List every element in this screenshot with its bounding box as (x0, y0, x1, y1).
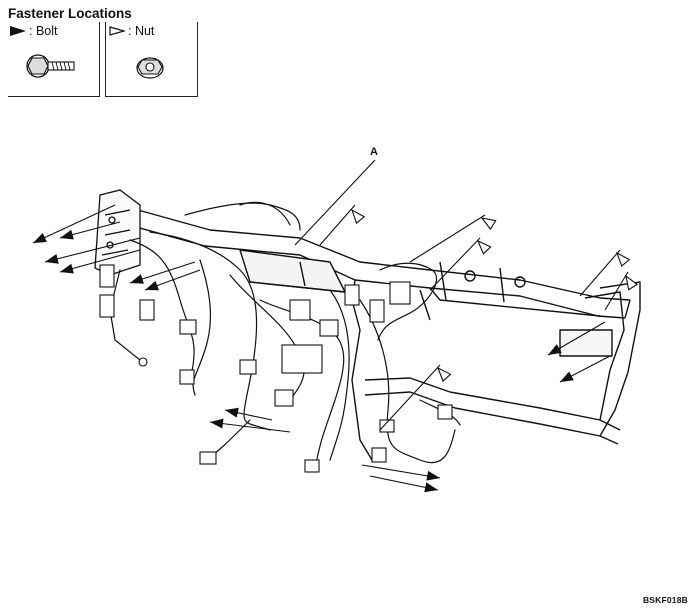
figure-code: BSKF018B (642, 595, 688, 605)
bolt-arrow (209, 417, 224, 429)
bolt-arrow (557, 371, 574, 387)
nut-arrow (612, 249, 630, 267)
legend-nut-row: : Nut (109, 24, 154, 38)
legend-bolt-row: : Bolt (10, 24, 58, 38)
filled-arrow-icon (10, 26, 26, 36)
nut-arrow (473, 236, 492, 255)
left-bracket (94, 189, 141, 276)
wire-harness (109, 201, 461, 471)
legend-nut-label: : Nut (128, 24, 155, 38)
callout-a-label: A (370, 146, 378, 158)
nut-arrow (478, 213, 497, 230)
bolt-arrow (128, 274, 144, 288)
bolt-arrow (223, 405, 239, 418)
bolt-arrow (43, 254, 59, 267)
hollow-arrow-icon (109, 26, 125, 36)
bolt-arrow (58, 229, 74, 243)
nut-arrow (433, 364, 451, 382)
nut-arrow (621, 272, 638, 291)
bolt-icon (26, 54, 75, 78)
nut-icon (136, 57, 164, 79)
bolt-arrow (143, 280, 159, 295)
bolt-arrow (426, 470, 441, 483)
legend-nut-box: : Nut (105, 22, 198, 97)
legend-bolt-label: : Bolt (29, 24, 58, 38)
bolt-arrow (424, 482, 440, 495)
bolt-arrow (30, 232, 47, 248)
connectors (99, 264, 453, 473)
legend-bolt-box: : Bolt (8, 22, 100, 97)
page-title: Fastener Locations (8, 6, 132, 21)
bolt-arrow (58, 263, 74, 277)
